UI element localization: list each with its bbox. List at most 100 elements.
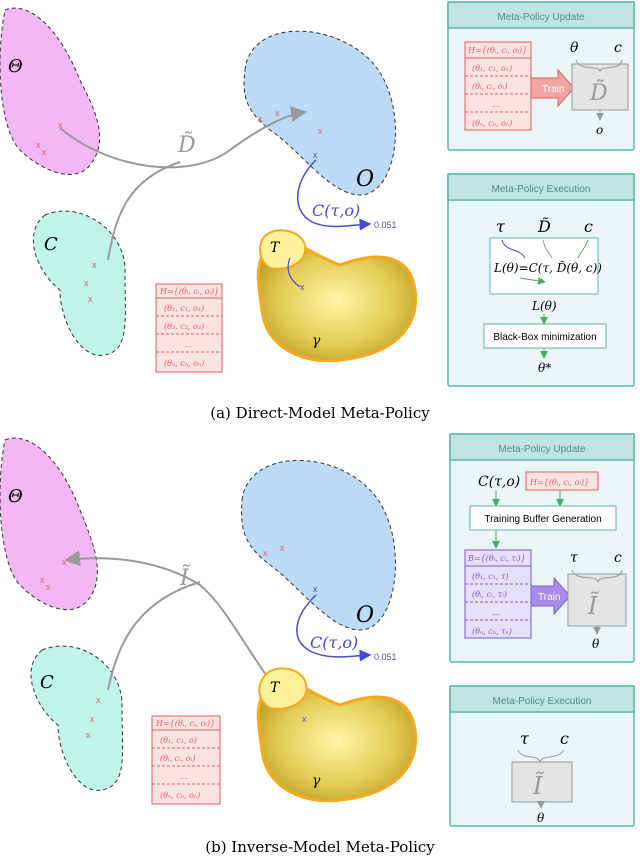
history-header: H={(θᵢ, cᵢ, oᵢ)} [155, 719, 215, 728]
update-c: c [614, 40, 622, 56]
update-panel: Meta-Policy Update H={(θᵢ, cᵢ, oᵢ)} (θ₁,… [447, 1, 635, 151]
cost-arrow [296, 594, 372, 662]
svg-text:x: x [62, 557, 67, 567]
history-row: (θ₁, c₁, o) [160, 736, 197, 745]
exec-d-tilde: D̃ [537, 217, 551, 236]
train-arrow [530, 68, 575, 108]
svg-text:x: x [90, 714, 95, 724]
c-samples: xxx [86, 695, 101, 740]
cost-label: C(τ,o) [312, 201, 360, 220]
caption-a: (a) Direct-Model Meta-Policy [210, 404, 430, 422]
update-d-tilde: D̃ [589, 80, 608, 106]
update-h-box: H={(θᵢ, cᵢ, oᵢ)} [529, 478, 589, 487]
history-row: … [180, 772, 188, 781]
exec-i-tilde: Ĩ [532, 771, 545, 800]
train-label: Train [542, 84, 564, 95]
update-table-row: (θᵢ, cᵢ, oᵢ) [472, 82, 507, 91]
exec-panel-title: Meta-Policy Execution [493, 696, 592, 707]
exec-l-theta: L(θ) [531, 299, 557, 313]
cost-value: 0.051 [374, 220, 397, 230]
train-label: Train [538, 592, 560, 603]
i-tilde-arrow [64, 550, 301, 721]
update-tau: τ [570, 550, 578, 566]
t-to-task-arrow [287, 257, 301, 288]
o-blob [241, 460, 396, 631]
update-table-row: (θ₁, c₁, o₁) [472, 64, 512, 73]
update-o: o [596, 123, 603, 137]
b-table-row: (θₙ, cₙ, τₙ) [472, 627, 512, 636]
history-row: (θₙ, cₙ, oₙ) [164, 359, 204, 368]
i-tilde-arrow-c [107, 581, 201, 691]
history-row: (θₙ, cₙ, oₙ) [160, 791, 200, 800]
history-row: (θ₁, c₁, o₁) [164, 304, 204, 313]
svg-text:x: x [42, 147, 47, 157]
history-row: (θ₂, c₂, o₂) [164, 322, 204, 331]
history-table: H={(θᵢ, cᵢ, oᵢ)} (θ₁, c₁, o₁) (θ₂, c₂, o… [155, 283, 223, 373]
theta-samples: xxx [36, 120, 63, 157]
b-table-header: B={(θᵢ, cᵢ, τᵢ)} [467, 554, 526, 563]
d-tilde-label: D̃ [177, 132, 196, 158]
svg-text:x: x [280, 543, 285, 553]
exec-panel: Meta-Policy Execution τ c Ĩ θ [449, 685, 635, 827]
update-panel: Meta-Policy Update C(τ,o) H={(θᵢ, cᵢ, oᵢ… [449, 433, 635, 663]
svg-text:x: x [86, 730, 91, 740]
svg-text:x: x [36, 140, 41, 150]
svg-text:x: x [318, 126, 323, 136]
update-panel-title: Meta-Policy Update [498, 444, 586, 455]
svg-text:x: x [92, 260, 97, 270]
d-tilde-arrow-c [107, 161, 181, 261]
theta-blob [0, 437, 98, 611]
c-label: C [44, 234, 58, 255]
update-theta: θ [592, 637, 600, 651]
t-label: T [270, 240, 281, 256]
caption-b: (b) Inverse-Model Meta-Policy [205, 838, 435, 856]
update-theta: θ [570, 40, 579, 56]
b-table-row: (θᵢ, cᵢ, τᵢ) [472, 590, 507, 599]
exec-tau: τ [520, 729, 530, 748]
update-cost: C(τ,o) [478, 474, 520, 490]
exec-formula: L(θ)=C(τ, D̃(θ, c)) [493, 260, 602, 275]
update-table-header: H={(θᵢ, cᵢ, oᵢ)} [467, 46, 527, 55]
c-blob [32, 210, 126, 356]
history-row: … [184, 340, 192, 349]
o-label: O [356, 603, 374, 628]
update-panel-title: Meta-Policy Update [497, 12, 585, 23]
task-blob [256, 678, 418, 803]
cost-label: C(τ,o) [310, 633, 358, 652]
history-header: H={(θᵢ, cᵢ, oᵢ)} [159, 287, 219, 296]
o-label: O [356, 167, 374, 192]
t-region [258, 667, 308, 710]
c-blob [30, 645, 124, 791]
history-row: (θᵢ, cᵢ, oᵢ) [160, 754, 195, 763]
task-sample: x [300, 282, 305, 292]
y-label: γ [312, 333, 321, 349]
exec-panel-title: Meta-Policy Execution [492, 184, 591, 195]
cost-value: 0.051 [374, 652, 397, 662]
exec-theta-star: θ* [538, 361, 551, 375]
exec-panel: Meta-Policy Execution τ D̃ c L(θ)=C(τ, D… [447, 173, 635, 387]
theta-label: Θ [8, 486, 23, 507]
svg-text:x: x [263, 548, 268, 558]
update-table-row: … [492, 100, 500, 109]
exec-c: c [584, 217, 593, 236]
svg-text:x: x [275, 108, 280, 118]
history-table: H={(θᵢ, cᵢ, oᵢ)} (θ₁, c₁, o) (θᵢ, cᵢ, oᵢ… [151, 715, 221, 805]
exec-c: c [560, 729, 569, 748]
o-sample-blue: x [313, 150, 318, 160]
c-samples: xxx [84, 260, 97, 304]
update-table-row: (θₙ, cₙ, oₙ) [472, 119, 512, 128]
exec-tau: τ [496, 217, 506, 236]
update-buffer: Training Buffer Generation [484, 514, 601, 525]
y-label: γ [312, 773, 321, 789]
i-tilde-label: Ĩ [179, 563, 191, 591]
section-direct-model: Θ xxx C xxx O xxx x D̃ C(τ,o) 0.051 T γ … [0, 1, 635, 422]
t-label: T [270, 680, 281, 696]
t-region [259, 229, 307, 270]
svg-text:x: x [84, 278, 89, 288]
o-blob [243, 30, 396, 196]
theta-blob [0, 7, 100, 175]
c-label: C [40, 672, 54, 693]
svg-text:x: x [258, 114, 263, 124]
